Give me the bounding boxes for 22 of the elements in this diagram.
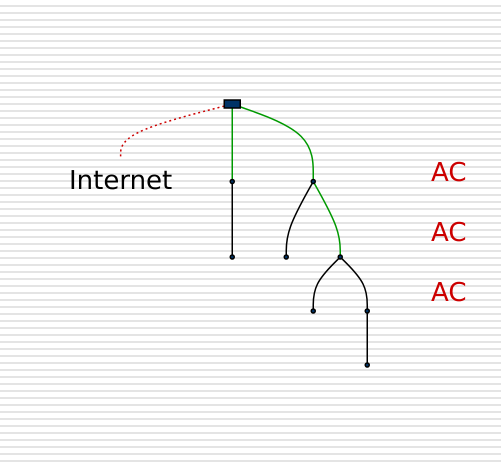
connector: [232, 108, 234, 179]
node-circle: [364, 308, 370, 314]
connector: [314, 182, 342, 254]
connector: [286, 182, 314, 254]
connector: [366, 312, 368, 362]
connector: [342, 257, 368, 308]
device-label: AC: [431, 278, 468, 308]
device-label: AC: [431, 218, 468, 248]
connector: [232, 183, 234, 254]
node-circle: [230, 254, 236, 260]
node-circle: [338, 254, 344, 260]
node-text: Internet: [69, 166, 173, 196]
connector: [312, 257, 340, 308]
node-circle: [310, 308, 316, 314]
node-box: [224, 98, 242, 108]
connector: [120, 104, 225, 158]
node-circle: [284, 254, 290, 260]
node-circle: [230, 178, 236, 184]
device-label: AC: [431, 158, 468, 188]
node-circle: [310, 178, 316, 184]
connector: [240, 106, 314, 179]
node-circle: [364, 362, 370, 368]
